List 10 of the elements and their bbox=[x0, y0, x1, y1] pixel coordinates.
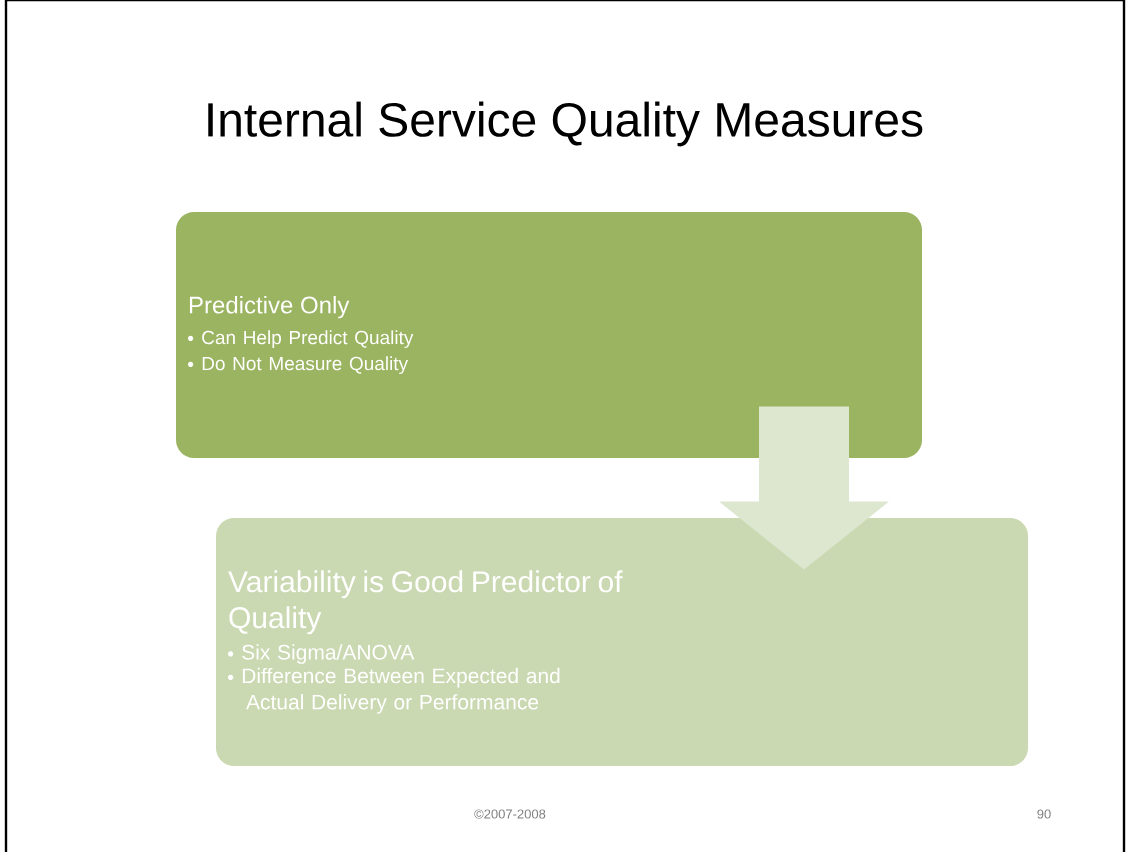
process-box bbox=[216, 518, 1028, 766]
bullet-item: Can Help Predict Quality bbox=[188, 330, 414, 349]
bullet-item: Six Sigma/ANOVA bbox=[228, 644, 415, 664]
bullet-item: Difference Between Expected and Actual Delivery or Performance bbox=[228, 667, 560, 714]
slide-title: Internal Service Quality Measures bbox=[208, 101, 923, 147]
block-arrow bbox=[719, 406, 889, 570]
box-heading: Variability is Good Predictor of Quality bbox=[228, 570, 623, 635]
process-box bbox=[176, 212, 922, 458]
box-heading: Predictive Only bbox=[190, 296, 350, 319]
bullet-item: Do Not Measure Quality bbox=[188, 356, 409, 375]
